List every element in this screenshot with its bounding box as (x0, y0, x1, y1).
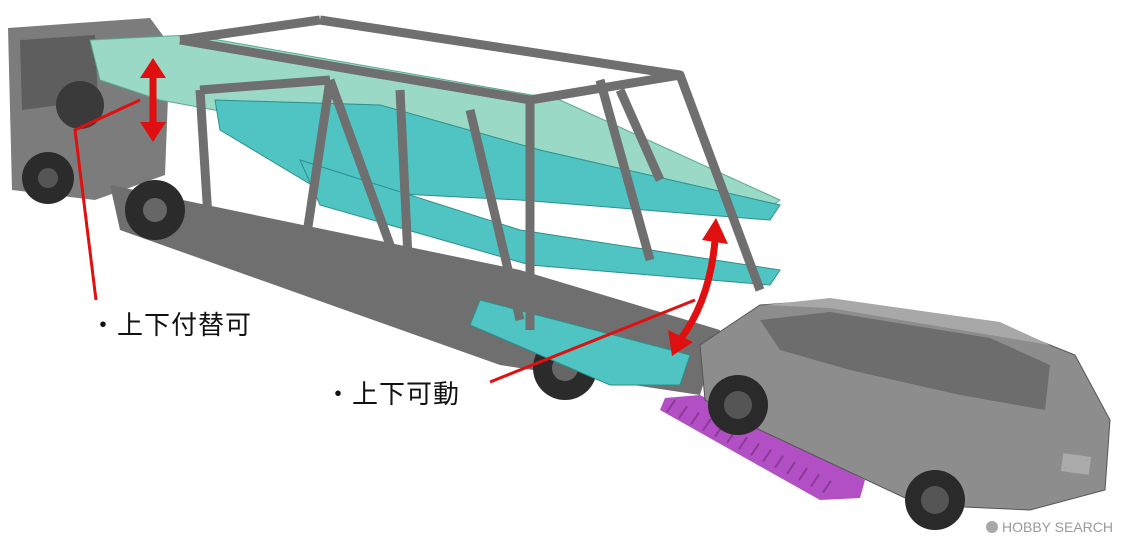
ramp-deck (469, 299, 691, 386)
ramp-rib (810, 473, 820, 487)
watermark-text: HOBBY SEARCH (1002, 519, 1113, 535)
trailer-wheel-front-hub (143, 198, 167, 222)
up-down-arrow-lower (677, 239, 719, 343)
suv-wheel-front-hub (724, 391, 752, 419)
cab-wheel-hub (38, 168, 58, 188)
trailer-frame (179, 15, 765, 330)
watermark-logo-icon (986, 521, 998, 533)
ramp-rib (798, 467, 808, 481)
up-down-arrow-lower-head-top (702, 218, 728, 244)
ramp-rib (666, 399, 676, 413)
ramp-rib (762, 449, 772, 463)
ramp-rib (690, 411, 700, 425)
up-down-arrow-upper-head-bottom (140, 122, 166, 142)
ramp-rib (750, 442, 760, 456)
ramp-rib (822, 480, 832, 494)
ramp-rib (702, 418, 712, 432)
ramp-rib (786, 461, 796, 475)
spare-tire (56, 81, 104, 129)
ramp-rib (738, 436, 748, 450)
suv-wheel-rear-hub (921, 486, 949, 514)
annotation-graphics (73, 58, 728, 384)
suv-plate (1060, 453, 1092, 475)
suv-car (699, 298, 1111, 530)
up-down-arrow-upper-head-top (140, 58, 166, 78)
lower-deck (299, 159, 781, 286)
leader-line-swap (73, 98, 141, 301)
annotation-swap-label: ・上下付替可 (90, 311, 253, 341)
ramp-rib (774, 455, 784, 469)
suv-windows (760, 312, 1050, 410)
watermark: HOBBY SEARCH (986, 519, 1113, 535)
leader-line-move (489, 298, 696, 384)
loading-ramp (660, 395, 865, 500)
up-down-arrow-lower-head-bottom (668, 330, 693, 356)
suv-roof (765, 298, 1050, 345)
ramp-rib (678, 405, 688, 419)
annotation-move-label: ・上下可動 (325, 380, 461, 410)
